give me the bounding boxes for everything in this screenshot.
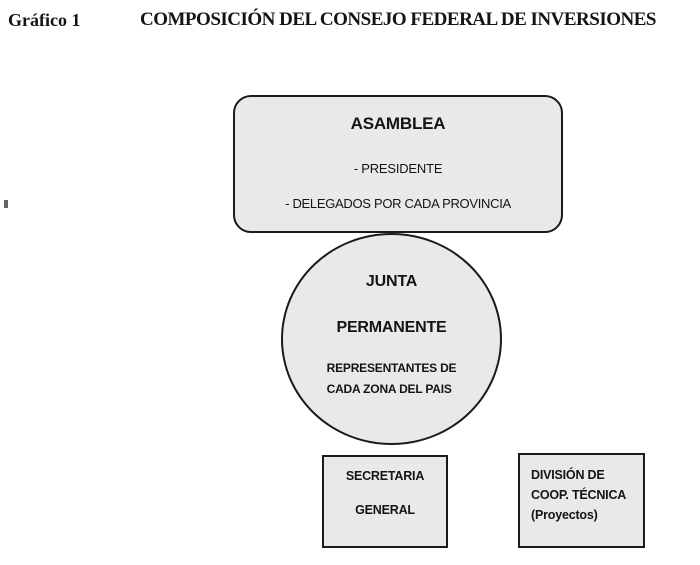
junta-subtitle-lines: REPRESENTANTES DE CADA ZONA DEL PAIS: [327, 358, 457, 400]
figure-label: Gráfico 1: [8, 10, 81, 30]
division-line3: (Proyectos): [531, 508, 598, 522]
division-line2: COOP. TÉCNICA: [531, 488, 627, 502]
junta-subtitle-line2: CADA ZONA DEL PAIS: [326, 382, 452, 396]
asamblea-item-presidente: - PRESIDENTE: [353, 161, 443, 176]
junta-title-line2: PERMANENTE: [336, 319, 447, 336]
junta-permanente-node: JUNTA PERMANENTE REPRESENTANTES DE CADA …: [281, 233, 502, 445]
junta-title-line1: JUNTA: [365, 273, 418, 290]
asamblea-node: ASAMBLEA - PRESIDENTE - DELEGADOS POR CA…: [233, 95, 563, 233]
secretaria-line1: SECRETARIA: [345, 469, 425, 483]
page-title: COMPOSICIÓN DEL CONSEJO FEDERAL DE INVER…: [140, 9, 656, 30]
scan-artifact-dot: [4, 200, 8, 208]
asamblea-item-delegados: - DELEGADOS POR CADA PROVINCIA: [285, 196, 511, 211]
division-coop-tecnica-node: DIVISIÓN DE COOP. TÉCNICA (Proyectos): [518, 453, 645, 548]
asamblea-title: ASAMBLEA: [350, 114, 446, 133]
secretaria-general-node: SECRETARIA GENERAL: [322, 455, 448, 548]
division-line1: DIVISIÓN DE: [531, 468, 605, 482]
junta-subtitle-line1: REPRESENTANTES DE: [326, 361, 457, 375]
secretaria-line2: GENERAL: [355, 503, 415, 517]
junta-subtitle: REPRESENTANTES DE CADA ZONA DEL PAIS: [283, 358, 500, 400]
